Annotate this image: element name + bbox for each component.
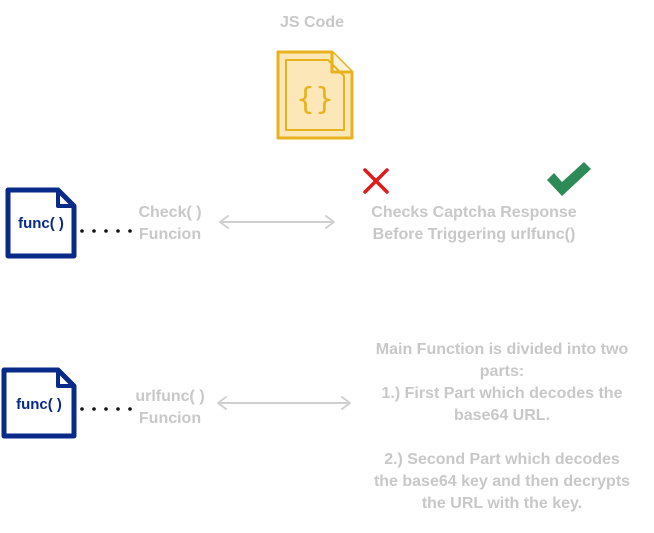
check-function-description: Checks Captcha Response Before Triggerin… bbox=[340, 202, 608, 246]
description-line: the URL with the key. bbox=[421, 495, 583, 512]
dotted-connector bbox=[80, 407, 132, 411]
label-line: Funcion bbox=[138, 410, 202, 427]
func-file-icon: func( ) bbox=[5, 187, 77, 259]
bidirectional-arrow bbox=[219, 215, 335, 229]
diagram-title: JS Code bbox=[279, 14, 344, 31]
dotted-connector bbox=[80, 229, 132, 233]
svg-text:{}: {} bbox=[296, 82, 334, 117]
description-line: base64 URL. bbox=[453, 407, 551, 424]
code-file-icon: {} bbox=[276, 50, 354, 140]
func-icon-label: func( ) bbox=[18, 215, 64, 232]
func-file-icon: func( ) bbox=[1, 367, 77, 439]
label-line: Check( ) bbox=[138, 204, 202, 221]
description-line: 1.) First Part which decodes the bbox=[381, 385, 623, 402]
description-line: 2.) Second Part which decodes bbox=[384, 451, 620, 468]
urlfunc-function-description: Main Function is divided into two parts:… bbox=[352, 339, 652, 515]
description-line: Checks Captcha Response bbox=[371, 204, 577, 221]
urlfunc-function-label: urlfunc( ) Funcion bbox=[116, 386, 224, 430]
cross-icon bbox=[363, 168, 389, 194]
func-icon-label: func( ) bbox=[16, 396, 62, 413]
label-line: Funcion bbox=[138, 226, 202, 243]
checkmark-icon bbox=[547, 162, 591, 196]
label-line: urlfunc( ) bbox=[135, 388, 205, 405]
description-line: parts: bbox=[479, 363, 525, 380]
check-function-label: Check( ) Funcion bbox=[120, 202, 220, 246]
description-line: Main Function is divided into two bbox=[375, 341, 629, 358]
description-line: Before Triggering urlfunc() bbox=[372, 226, 576, 243]
description-line: the base64 key and then decrypts bbox=[373, 473, 631, 490]
description-line bbox=[352, 427, 652, 449]
bidirectional-arrow bbox=[217, 396, 351, 410]
